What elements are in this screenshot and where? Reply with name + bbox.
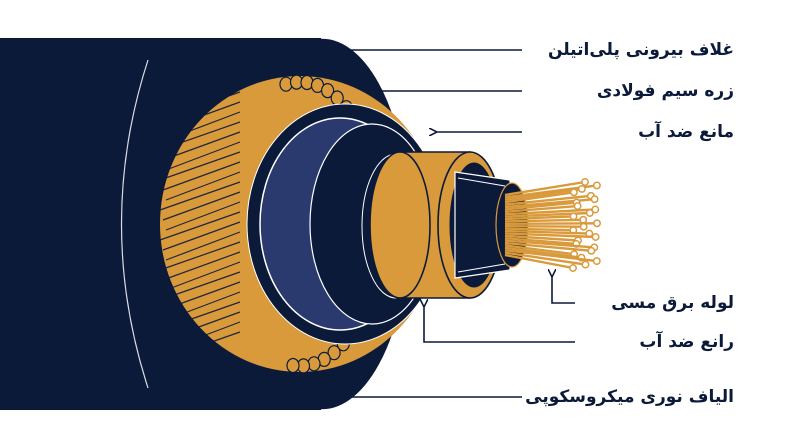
optical-fiber-strand — [504, 244, 575, 256]
optical-fiber-strand — [504, 227, 574, 232]
armor-strand — [162, 191, 241, 221]
armor-strand — [162, 251, 241, 281]
optical-fiber-tip — [581, 178, 589, 186]
optical-fiber-strand — [504, 246, 582, 259]
armor-strand — [159, 241, 241, 271]
optical-fiber-strand — [504, 208, 596, 216]
optical-fiber-tip — [591, 233, 600, 241]
optical-fiber-strand — [504, 191, 575, 204]
label-optical-fibers: الیاف نوری میکروسکوپی — [525, 387, 734, 407]
armor-strand — [162, 281, 241, 311]
armor-strand — [162, 131, 241, 161]
armor-strand — [159, 61, 241, 91]
optical-fiber-strand — [504, 225, 584, 228]
optical-fiber-strand — [504, 249, 597, 263]
optical-fiber-tip — [592, 257, 601, 266]
optical-fiber-strand — [504, 218, 584, 223]
optical-fiber-tip — [579, 215, 588, 224]
armor-wire-end — [327, 345, 341, 361]
armor-strand — [162, 161, 241, 191]
label-water-block-outer: مانع ضد آب — [638, 122, 734, 142]
optical-fiber-tip — [585, 209, 594, 217]
optical-fiber-tip — [592, 181, 601, 190]
optical-fiber-strand — [504, 194, 592, 206]
optical-fiber-strand — [504, 180, 586, 197]
armor-strand — [159, 151, 241, 181]
label-outer-sheath: غلاف بیرونی پلی‌اتیلن — [547, 40, 734, 60]
armor-strand — [165, 171, 241, 201]
armor-strand — [165, 261, 241, 291]
optical-fiber-strand — [504, 229, 590, 235]
optical-fiber-tip — [577, 184, 586, 193]
optical-fiber-tip — [579, 222, 588, 231]
armor-strand — [165, 81, 241, 111]
armor-strand — [165, 201, 241, 231]
armor-strand — [159, 121, 241, 151]
optical-fiber-bundle — [495, 178, 601, 272]
optical-fiber-strand — [504, 253, 574, 270]
callout-lines — [324, 50, 575, 397]
optical-fiber-tip — [581, 260, 590, 269]
optical-fiber-strand — [504, 232, 596, 239]
callout-copper-tube — [552, 276, 575, 304]
optical-fiber-strand — [504, 237, 577, 246]
armor-strand — [162, 71, 241, 101]
optical-fiber-tip — [591, 205, 600, 214]
armor-strand — [165, 111, 241, 141]
armor-strand — [159, 301, 241, 331]
armor-wire-end — [321, 82, 335, 99]
optical-fiber-strand — [504, 239, 595, 249]
armor-strand — [159, 211, 241, 241]
armor-strand — [159, 331, 241, 361]
label-steel-armor: زره سیم فولادی — [596, 81, 734, 101]
optical-fiber-strand — [504, 251, 586, 266]
optical-fiber-strand — [504, 204, 578, 213]
armor-strand — [165, 291, 241, 321]
optical-fiber-tip — [569, 188, 578, 197]
water-block-inner-layer — [454, 171, 511, 279]
optical-fiber-strand — [504, 215, 574, 221]
armor-strand — [165, 321, 241, 351]
optical-fiber-strand — [504, 201, 577, 211]
armor-wire-end — [286, 357, 300, 374]
optical-fiber-tip — [593, 219, 601, 228]
callout-water-block-inner — [424, 306, 575, 343]
armor-strand — [165, 231, 241, 261]
optical-fiber-strand — [504, 234, 579, 242]
armor-strand — [162, 221, 241, 251]
optical-fiber-tip — [573, 202, 582, 211]
optical-fiber-tip — [569, 264, 577, 272]
optical-fiber-tip — [590, 195, 599, 204]
armor-strand — [159, 271, 241, 301]
optical-fiber-strand — [504, 241, 592, 252]
armor-strand — [165, 141, 241, 171]
armor-strand — [159, 91, 241, 121]
optical-fiber-strand — [504, 187, 583, 201]
label-copper-tube: لوله برق مسی — [611, 293, 734, 313]
optical-fiber-tip — [587, 246, 596, 255]
optical-fiber-tip — [569, 212, 578, 221]
armor-strand — [159, 181, 241, 211]
label-water-block-inner: رانع ضد آب — [639, 332, 734, 352]
armor-strand — [162, 311, 241, 341]
armor-strand — [162, 101, 241, 131]
